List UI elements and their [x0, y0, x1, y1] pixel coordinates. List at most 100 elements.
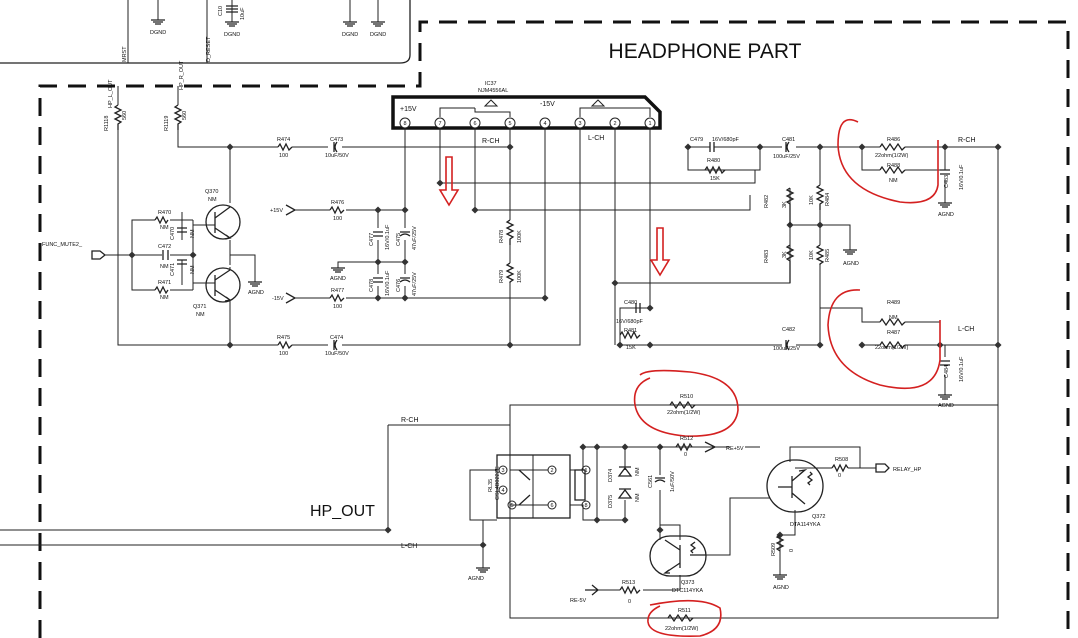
- label-r1118-value: 560: [122, 111, 128, 120]
- svg-text:1: 1: [584, 468, 587, 474]
- ic37-rch-label: R-CH: [482, 138, 500, 145]
- label-c475: C475: [396, 233, 402, 246]
- label-r508: R508: [835, 457, 848, 463]
- junction-dot: [816, 143, 824, 151]
- label-r513: R513: [622, 580, 635, 586]
- pin-5: 5: [504, 117, 516, 129]
- resistor-r489: [879, 317, 906, 327]
- resistor-r510: [669, 400, 696, 410]
- junction-dot: [374, 258, 382, 266]
- label-r484-value: 10K: [809, 195, 815, 205]
- net-hp-out: HP_OUT: [310, 503, 375, 520]
- svg-text:2: 2: [550, 468, 553, 474]
- capacitor-c472: [162, 250, 169, 260]
- svg-text:6: 6: [473, 121, 476, 127]
- label-r475: R475: [277, 335, 290, 341]
- net-ports: [91, 204, 890, 596]
- label-r481: R481: [624, 328, 637, 334]
- resistor-r470: [154, 215, 169, 225]
- resistor-r480: [704, 165, 726, 175]
- label-c475-value: 47uF/25V: [412, 226, 418, 250]
- resistor-r1119: [173, 104, 183, 130]
- relay-coil-icon: [574, 469, 586, 501]
- junction-dot: [816, 221, 824, 229]
- net-labels: +15V -15V FUNC_MUTE2_ AGND AGND AGND AGN…: [42, 137, 976, 604]
- label-q372-value: DTA114YKA: [790, 522, 821, 528]
- component-labels: R1118 560 R1119 560 R474 100 C473 10uF/5…: [104, 111, 965, 632]
- label-r483: R483: [764, 250, 770, 263]
- relay-part: CSL4B022ZE: [495, 466, 501, 500]
- label-c471-value: NM: [190, 265, 196, 274]
- junction-dot: [621, 516, 629, 524]
- label-r510-value: 22ohm(1/2W): [667, 410, 700, 416]
- capacitor-c479: [688, 142, 760, 152]
- net-agnd: AGND: [468, 576, 484, 582]
- highlight-r486-r488: [837, 118, 939, 204]
- label-c481: C481: [782, 137, 795, 143]
- net-agnd: AGND: [248, 290, 264, 296]
- junction-dot: [646, 341, 654, 349]
- label-r479: R479: [499, 270, 505, 283]
- label-q370-value: NM: [208, 197, 217, 203]
- svg-text:5: 5: [508, 121, 511, 127]
- net-lch-out: L-CH: [958, 326, 974, 333]
- label-r471: R471: [158, 280, 171, 286]
- label-r509: R509: [771, 543, 777, 556]
- upper-block-border: [0, 0, 411, 64]
- label-c474: C474: [330, 335, 343, 341]
- label-c471: C471: [170, 263, 176, 276]
- pin-7: 7: [434, 117, 446, 129]
- label-c484: C484: [944, 365, 950, 378]
- net-minus15: -15V: [272, 296, 284, 302]
- label-r484: R484: [825, 193, 831, 206]
- label-c482-value: 100uF/25V: [773, 346, 800, 352]
- diode-d375: [617, 488, 633, 499]
- label-r477-value: 100: [333, 304, 342, 310]
- label-r478-value: 100K: [517, 230, 523, 243]
- junction-dot: [858, 341, 866, 349]
- junction-dot: [401, 294, 409, 302]
- label-r508-value: 0: [838, 473, 841, 479]
- label-q370: Q370: [205, 189, 218, 195]
- label-c473-value: 10uF/50V: [325, 153, 349, 159]
- resistor-r476: [329, 205, 345, 215]
- svg-text:1: 1: [648, 121, 651, 127]
- label-c561-value: 1uF/50V: [670, 471, 676, 492]
- label-r470-value: NM: [160, 225, 169, 231]
- svg-text:4: 4: [501, 488, 504, 494]
- label-c476: C476: [396, 279, 402, 292]
- resistor-r483: [785, 244, 795, 283]
- pin-2: 2: [609, 117, 621, 129]
- junction-dot: [994, 143, 1002, 151]
- resistor-r475: [277, 340, 293, 350]
- svg-text:6: 6: [550, 503, 553, 509]
- net-relay-hp: RELAY_HP: [893, 467, 922, 473]
- junction-dot: [646, 304, 654, 312]
- net-rem5: RE-5V: [570, 598, 587, 604]
- label-r486-value: 22ohm(1/2W): [875, 153, 908, 159]
- transistor-q372: [766, 459, 824, 513]
- label-c482: C482: [782, 327, 795, 333]
- transistor-q371: [205, 267, 241, 303]
- label-r1119: R1119: [164, 116, 170, 131]
- svg-text:3: 3: [578, 121, 581, 127]
- resistor-r474: [277, 142, 293, 152]
- capacitor-c561: [654, 477, 666, 483]
- label-c483: C483: [944, 175, 950, 188]
- label-q371-value: NM: [196, 312, 205, 318]
- op-amp-triangle-icon: [483, 99, 606, 107]
- net-rch-out: R-CH: [958, 137, 976, 144]
- label-r512-value: 0: [684, 452, 687, 458]
- label-c478: C478: [369, 279, 375, 292]
- label-d375: D375: [608, 495, 614, 508]
- junctions: [128, 143, 1002, 549]
- pin-1: 1: [644, 117, 656, 129]
- pin-3: 3: [574, 117, 586, 129]
- resistor-r488: [879, 165, 906, 175]
- junction-dot: [816, 341, 824, 349]
- label-r486: R486: [887, 137, 900, 143]
- junction-dot: [621, 443, 629, 451]
- capacitor-c476: [399, 277, 411, 283]
- svg-text:4: 4: [543, 121, 546, 127]
